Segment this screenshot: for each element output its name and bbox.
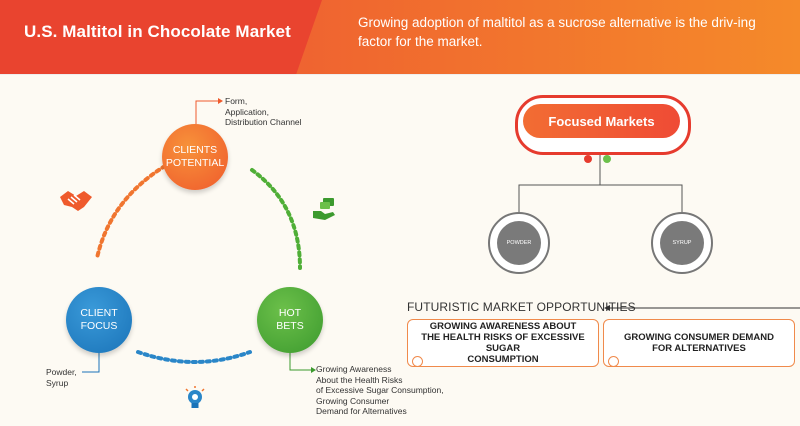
syrup-segment: SYRUP xyxy=(660,221,704,265)
clients-potential-line1: CLIENTS xyxy=(172,144,218,156)
client-focus-line1: CLIENT xyxy=(80,307,118,319)
potential-note-line: Distribution Channel xyxy=(225,117,302,127)
hot-bets-circle: HOT BETS xyxy=(257,287,323,353)
arc-orange xyxy=(95,164,167,260)
arc-blue xyxy=(136,350,252,364)
tree-branches xyxy=(518,184,683,212)
opportunity-bullet xyxy=(608,356,619,367)
page-subtitle: Growing adoption of maltitol as a sucros… xyxy=(358,15,756,49)
opportunity-line: THE HEALTH RISKS OF EXCESSIVE SUGAR xyxy=(421,332,585,354)
arc-green xyxy=(250,168,302,270)
page-title: U.S. Maltitol in Chocolate Market xyxy=(24,22,291,41)
red-dot xyxy=(584,155,592,163)
potential-note: Form, Application, Distribution Channel xyxy=(225,96,302,128)
opportunity-line: CONSUMPTION xyxy=(467,354,539,365)
hot-note-line: Growing Awareness xyxy=(316,364,392,374)
opportunity-bullet xyxy=(412,356,423,367)
powder-segment: POWDER xyxy=(497,221,541,265)
hot-note-line: Demand for Alternatives xyxy=(316,406,407,416)
green-dot xyxy=(603,155,611,163)
clients-potential-line2: POTENTIAL xyxy=(165,157,225,169)
opportunity-card: GROWING CONSUMER DEMAND FOR ALTERNATIVES xyxy=(603,319,795,367)
opportunity-line: FOR ALTERNATIVES xyxy=(652,343,746,354)
potential-note-line: Form, xyxy=(225,96,248,106)
hot-arrow xyxy=(311,367,316,373)
hot-bets-line1: HOT xyxy=(278,307,302,319)
client-focus-circle: CLIENT FOCUS xyxy=(66,287,132,353)
focus-note: Powder, Syrup xyxy=(46,367,77,388)
hot-note: Growing Awareness About the Health Risks… xyxy=(316,364,444,417)
potential-arrow xyxy=(218,98,223,104)
title-box xyxy=(0,0,322,74)
hot-note-line: About the Health Risks xyxy=(316,374,403,385)
clients-potential-circle: CLIENTS POTENTIAL xyxy=(162,124,228,190)
lightbulb-icon xyxy=(185,386,205,408)
focused-markets-label: Focused Markets xyxy=(523,104,680,138)
opportunity-line: GROWING AWARENESS ABOUT xyxy=(429,321,577,332)
client-focus-line2: FOCUS xyxy=(80,320,118,332)
focus-connector xyxy=(82,353,100,373)
potential-connector xyxy=(195,100,218,124)
opportunities-title: FUTURISTIC MARKET OPPORTUNITIES xyxy=(407,300,636,314)
opportunity-card: GROWING AWARENESS ABOUT THE HEALTH RISKS… xyxy=(407,319,599,367)
handshake-icon xyxy=(60,191,92,211)
focus-note-line: Syrup xyxy=(46,377,69,388)
hot-note-line: of Excessive Sugar Consumption, xyxy=(316,385,444,395)
focus-note-line: Powder, xyxy=(46,367,77,377)
money-hand-icon xyxy=(313,198,335,220)
potential-note-line: Application, xyxy=(225,106,269,117)
hot-bets-line2: BETS xyxy=(276,320,304,332)
header-banner: U.S. Maltitol in Chocolate Market Growin… xyxy=(0,0,800,74)
opp-arrow xyxy=(604,305,610,311)
hot-connector xyxy=(289,353,312,371)
opportunity-line: GROWING CONSUMER DEMAND xyxy=(624,332,774,343)
hot-note-line: Growing Consumer xyxy=(316,395,390,406)
